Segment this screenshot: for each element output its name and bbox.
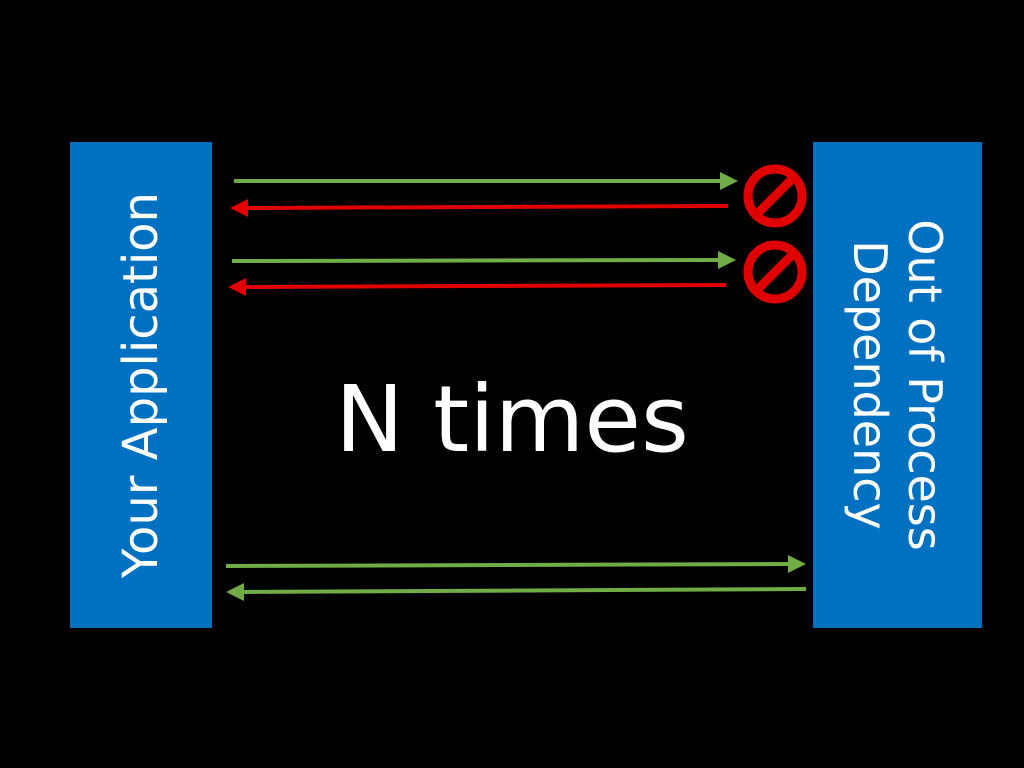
application-box [70, 142, 212, 628]
request-arrow-3 [225, 555, 806, 573]
n-times-label: N times [335, 366, 689, 473]
dependency-box [813, 142, 982, 628]
response-arrow-3 [226, 583, 807, 601]
failed-response-arrow-2 [228, 278, 727, 296]
blocked-icon [743, 240, 807, 304]
request-arrow-1 [234, 172, 738, 190]
failed-response-arrow-1 [230, 199, 729, 217]
request-arrow-2 [231, 251, 736, 269]
blocked-icon [743, 164, 807, 228]
